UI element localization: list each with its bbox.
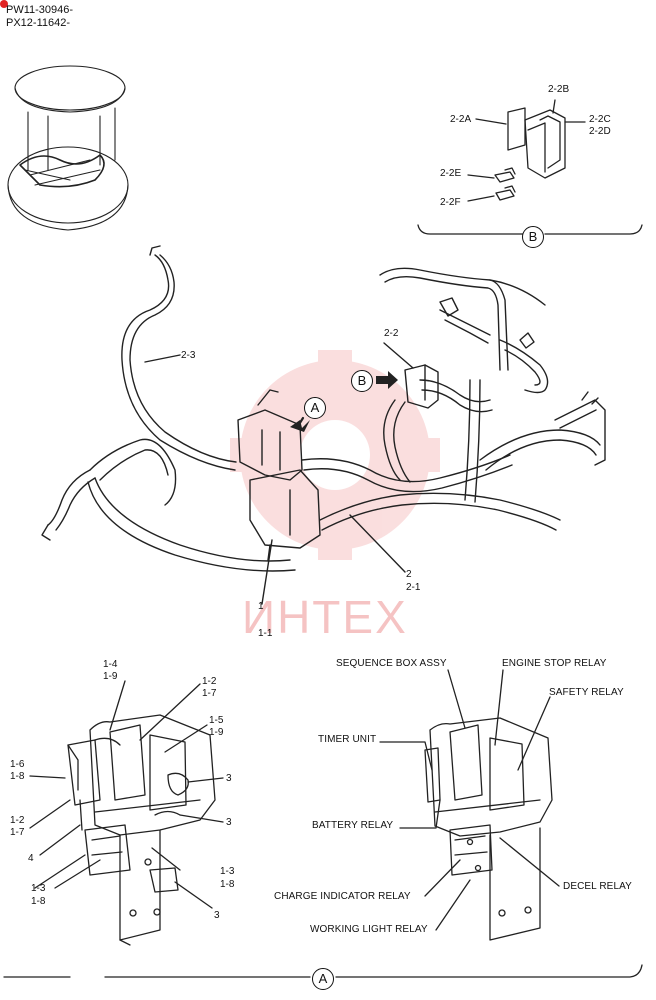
label-decel-relay: DECEL RELAY — [563, 881, 632, 892]
watermark-text: ИНТЕХ — [242, 591, 408, 643]
label-3-a: 3 — [226, 773, 232, 784]
corner-marker — [0, 0, 8, 8]
label-2-2f: 2-2F — [440, 197, 461, 208]
label-1-9-top: 1-9 — [103, 671, 118, 682]
label-1-7-top: 1-7 — [202, 688, 217, 699]
label-1-2-top: 1-2 — [202, 676, 217, 687]
label-2-2c: 2-2C — [589, 114, 611, 125]
arrow-a-icon — [290, 420, 310, 432]
label-1-5: 1-5 — [209, 715, 224, 726]
detail-a-right-assembly — [379, 669, 560, 941]
label-1-3-left: 1-3 — [31, 883, 46, 894]
label-2-2a: 2-2A — [450, 114, 472, 125]
label-1-8-right: 1-8 — [220, 879, 235, 890]
label-battery-relay: BATTERY RELAY — [312, 820, 394, 831]
label-2-2e: 2-2E — [440, 168, 462, 179]
callout-b: B — [351, 370, 373, 392]
label-1-9-mid: 1-9 — [209, 727, 224, 738]
callout-a: A — [304, 397, 326, 419]
watermark-gear-icon — [230, 350, 440, 560]
label-2-2: 2-2 — [384, 328, 399, 339]
label-2: 2 — [406, 569, 412, 580]
label-2-3: 2-3 — [181, 350, 196, 361]
label-1-8-bottom: 1-8 — [31, 896, 46, 907]
label-2-2d: 2-2D — [589, 126, 611, 137]
serial-code-2: PX12-11642- — [6, 17, 71, 29]
label-engine-stop-relay: ENGINE STOP RELAY — [502, 658, 607, 669]
label-1: 1 — [258, 601, 264, 612]
label-2-2b: 2-2B — [548, 84, 570, 95]
label-1-7-left: 1-7 — [10, 827, 25, 838]
label-3-c: 3 — [214, 910, 220, 921]
label-1-1: 1-1 — [258, 628, 273, 639]
inset-b-callout: B — [522, 226, 544, 248]
label-working-light-relay: WORKING LIGHT RELAY — [310, 924, 428, 935]
label-1-8-left: 1-8 — [10, 771, 25, 782]
label-sequence-box-assy: SEQUENCE BOX ASSY — [336, 658, 447, 669]
footer-callout-a: A — [312, 968, 334, 990]
inset-b-parts — [417, 99, 643, 235]
label-1-3-right: 1-3 — [220, 866, 235, 877]
label-charge-indicator-relay: CHARGE INDICATOR RELAY — [274, 891, 411, 902]
machine-thumbnail — [7, 65, 129, 231]
label-1-4: 1-4 — [103, 659, 118, 670]
footer-bracket — [3, 964, 643, 978]
label-1-2-left: 1-2 — [10, 815, 25, 826]
label-1-6: 1-6 — [10, 759, 25, 770]
arrow-b-icon — [376, 371, 398, 389]
detail-a-left-assembly — [29, 680, 224, 946]
label-timer-unit: TIMER UNIT — [318, 734, 377, 745]
serial-code-1: PW11-30946- — [6, 4, 74, 16]
label-2-1: 2-1 — [406, 582, 421, 593]
label-safety-relay: SAFETY RELAY — [549, 687, 624, 698]
label-3-b: 3 — [226, 817, 232, 828]
label-4: 4 — [28, 853, 34, 864]
